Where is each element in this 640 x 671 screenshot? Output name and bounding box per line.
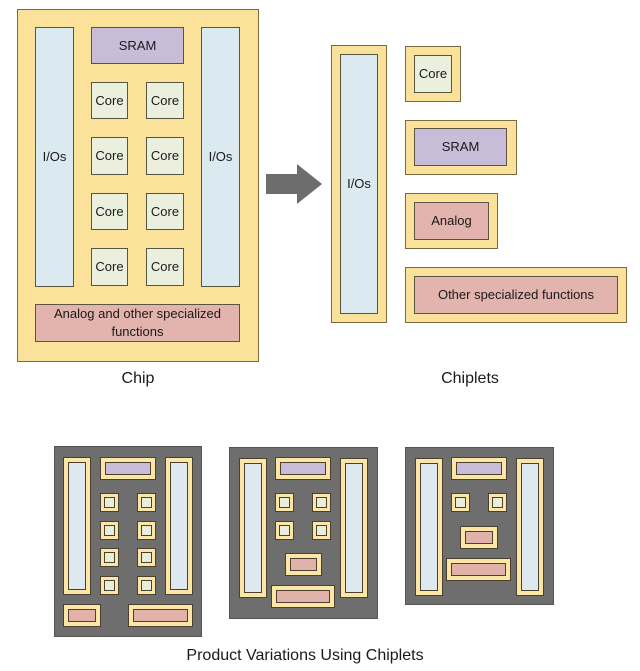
core-die [279, 497, 290, 508]
chiplet-core-label: Core [418, 66, 448, 81]
chip-core: Core [91, 82, 128, 119]
sram-die [280, 462, 326, 475]
variant-2-core [275, 493, 294, 512]
chip-io-left-label: I/Os [42, 149, 67, 164]
core-die [141, 497, 152, 508]
variant-3-core [451, 493, 470, 512]
core-die [455, 497, 466, 508]
chiplet-io-label: I/Os [347, 176, 371, 191]
io-die [420, 463, 438, 591]
core-die [316, 497, 327, 508]
variant-3-sram [451, 457, 507, 480]
chiplet-other-die: Other specialized functions [414, 276, 618, 314]
chip-analog-label: Analog and other specialized functions [54, 306, 221, 339]
chiplet-core-die: Core [414, 55, 452, 93]
chip-io-right: I/Os [201, 27, 240, 287]
variant-1-core [100, 576, 119, 595]
chip-core-label: Core [95, 203, 124, 219]
core-die [104, 580, 115, 591]
chip-core-label: Core [95, 259, 124, 274]
core-die [104, 525, 115, 536]
chiplet-analog-label: Analog [431, 213, 472, 228]
chiplets-caption: Chiplets [441, 370, 499, 387]
sram-die [105, 462, 151, 475]
io-die [244, 463, 262, 593]
chip-core-label: Core [150, 259, 180, 274]
chip-io-right-label: I/Os [208, 149, 233, 164]
variant-3-io-left [415, 458, 443, 596]
variant-1-core [137, 521, 156, 540]
core-die [492, 497, 503, 508]
chip-core-label: Core [150, 203, 180, 219]
chip-io-left: I/Os [35, 27, 74, 287]
chip-analog: Analog and other specialized functions [35, 304, 240, 342]
variant-2-core [275, 521, 294, 540]
variant-2-io-left [239, 458, 267, 598]
analog-die [465, 531, 493, 544]
chiplet-other-label: Other specialized functions [437, 287, 595, 302]
variant-2-io-right [340, 458, 368, 598]
variant-1-analog [63, 604, 101, 627]
variant-3-core [488, 493, 507, 512]
variant-1-core [137, 548, 156, 567]
variant-3-analog [460, 526, 498, 549]
chiplet-sram-die: SRAM [414, 128, 507, 166]
sram-die [456, 462, 502, 475]
other-die [451, 563, 506, 576]
chip-core-label: Core [150, 92, 180, 108]
right-arrow-icon [266, 164, 322, 204]
chip-core-label: Core [95, 92, 124, 108]
variant-1-io-left [63, 457, 91, 595]
core-die [104, 552, 115, 563]
variant-1-io-right [165, 457, 193, 595]
variant-1-core [100, 548, 119, 567]
chip-core-label: Core [150, 148, 180, 163]
io-die [68, 462, 86, 590]
chip-core: Core [91, 137, 128, 175]
chiplet-io-die: I/Os [340, 54, 378, 314]
variant-3-io-right [516, 458, 544, 596]
chiplet-sram-label: SRAM [441, 139, 480, 154]
core-die [141, 525, 152, 536]
chip-sram: SRAM [91, 27, 184, 64]
variant-1-sram [100, 457, 156, 480]
chip-core: Core [146, 248, 184, 286]
io-die [521, 463, 539, 591]
variant-1-core [100, 493, 119, 512]
variant-3-other [446, 558, 511, 581]
analog-die [68, 609, 96, 622]
other-die [276, 590, 330, 603]
variant-2-other [271, 585, 335, 608]
chip-core: Core [91, 193, 128, 230]
variant-2-sram [275, 457, 331, 480]
chip-core: Core [146, 137, 184, 175]
variant-1-core [100, 521, 119, 540]
io-die [170, 462, 188, 590]
chip-sram-label: SRAM [118, 37, 157, 53]
analog-die [290, 558, 317, 571]
variant-2-core [312, 521, 331, 540]
chip-core: Core [91, 248, 128, 286]
products-caption: Product Variations Using Chiplets [186, 647, 424, 664]
other-die [133, 609, 188, 622]
io-die [345, 463, 363, 593]
variant-1-other [128, 604, 193, 627]
core-die [104, 497, 115, 508]
core-die [141, 552, 152, 563]
chip-core: Core [146, 193, 184, 230]
chiplet-analog-die: Analog [414, 202, 489, 240]
variant-1-core [137, 576, 156, 595]
variant-2-core [312, 493, 331, 512]
core-die [279, 525, 290, 536]
core-die [141, 580, 152, 591]
chip-core: Core [146, 82, 184, 119]
variant-2-analog [285, 553, 322, 576]
chip-caption: Chip [121, 370, 155, 387]
variant-1-core [137, 493, 156, 512]
core-die [316, 525, 327, 536]
chip-core-label: Core [95, 148, 124, 163]
